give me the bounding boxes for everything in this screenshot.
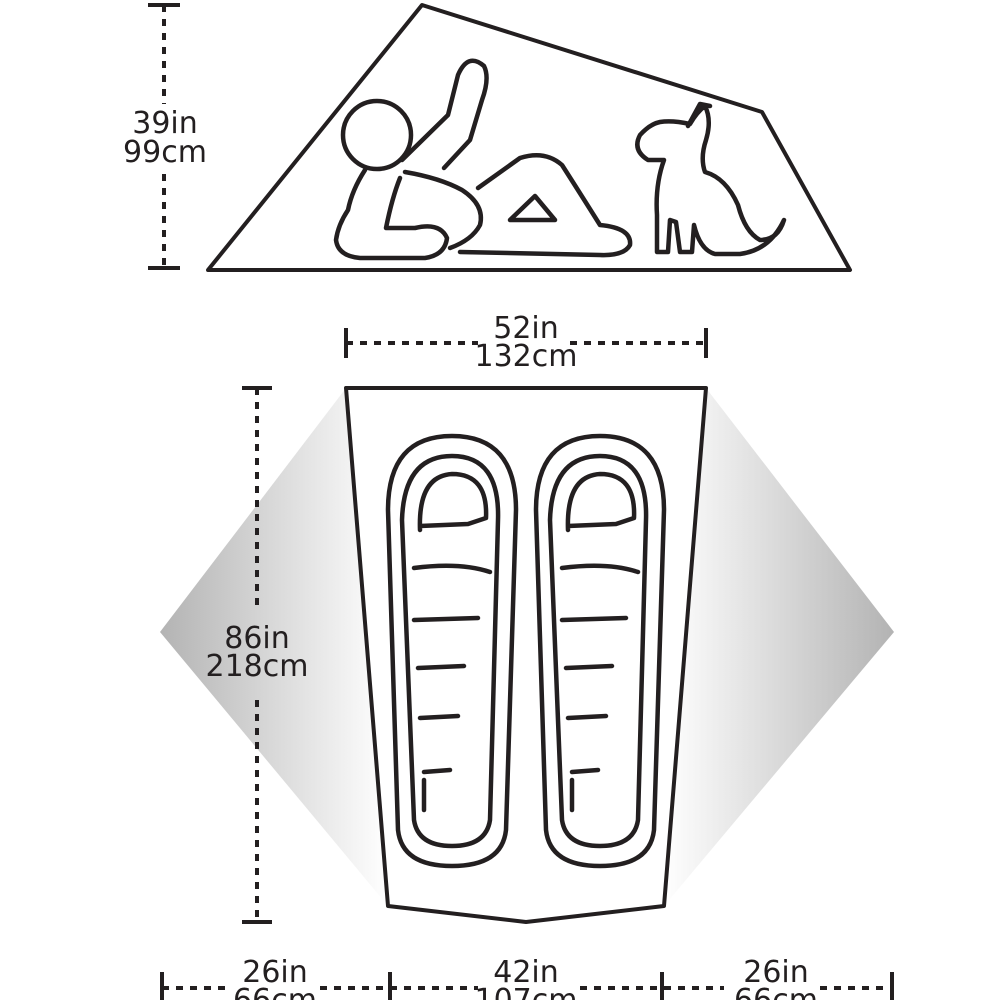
left-vestibule-inches-label: 26in <box>242 955 308 990</box>
dog-figure <box>635 101 787 257</box>
sleeping-bag-left <box>385 433 519 869</box>
head-width-inches-label: 52in <box>493 311 559 346</box>
length-dimension: 86in 218cm <box>206 386 309 924</box>
length-cm-label: 218cm <box>206 649 309 684</box>
right-vestibule <box>664 388 894 906</box>
height-cm-label: 99cm <box>123 135 207 170</box>
foot-width-inches-label: 42in <box>493 955 559 990</box>
left-vestibule <box>160 388 388 906</box>
left-vestibule-cm-label: 66cm <box>233 983 317 1000</box>
tent-floor-outline <box>344 386 708 924</box>
sleeping-bag-right <box>533 433 667 869</box>
floor-plan-view: 52in 132cm 86in 218cm <box>160 311 894 1000</box>
head-width-dimension: 52in 132cm <box>344 311 708 374</box>
right-vestibule-cm-label: 66cm <box>734 983 818 1000</box>
bottom-dimensions: 26in 66cm 42in 107cm 26in 66cm <box>160 955 894 1000</box>
height-dimension: 39in 99cm <box>123 3 207 270</box>
right-vestibule-inches-label: 26in <box>743 955 809 990</box>
tent-side-outline <box>206 3 852 272</box>
length-inches-label: 86in <box>224 621 290 656</box>
person-figure <box>333 58 633 261</box>
side-profile-view: 39in 99cm <box>123 3 852 272</box>
height-inches-label: 39in <box>132 106 198 141</box>
head-width-cm-label: 132cm <box>475 339 578 374</box>
foot-width-cm-label: 107cm <box>475 983 578 1000</box>
